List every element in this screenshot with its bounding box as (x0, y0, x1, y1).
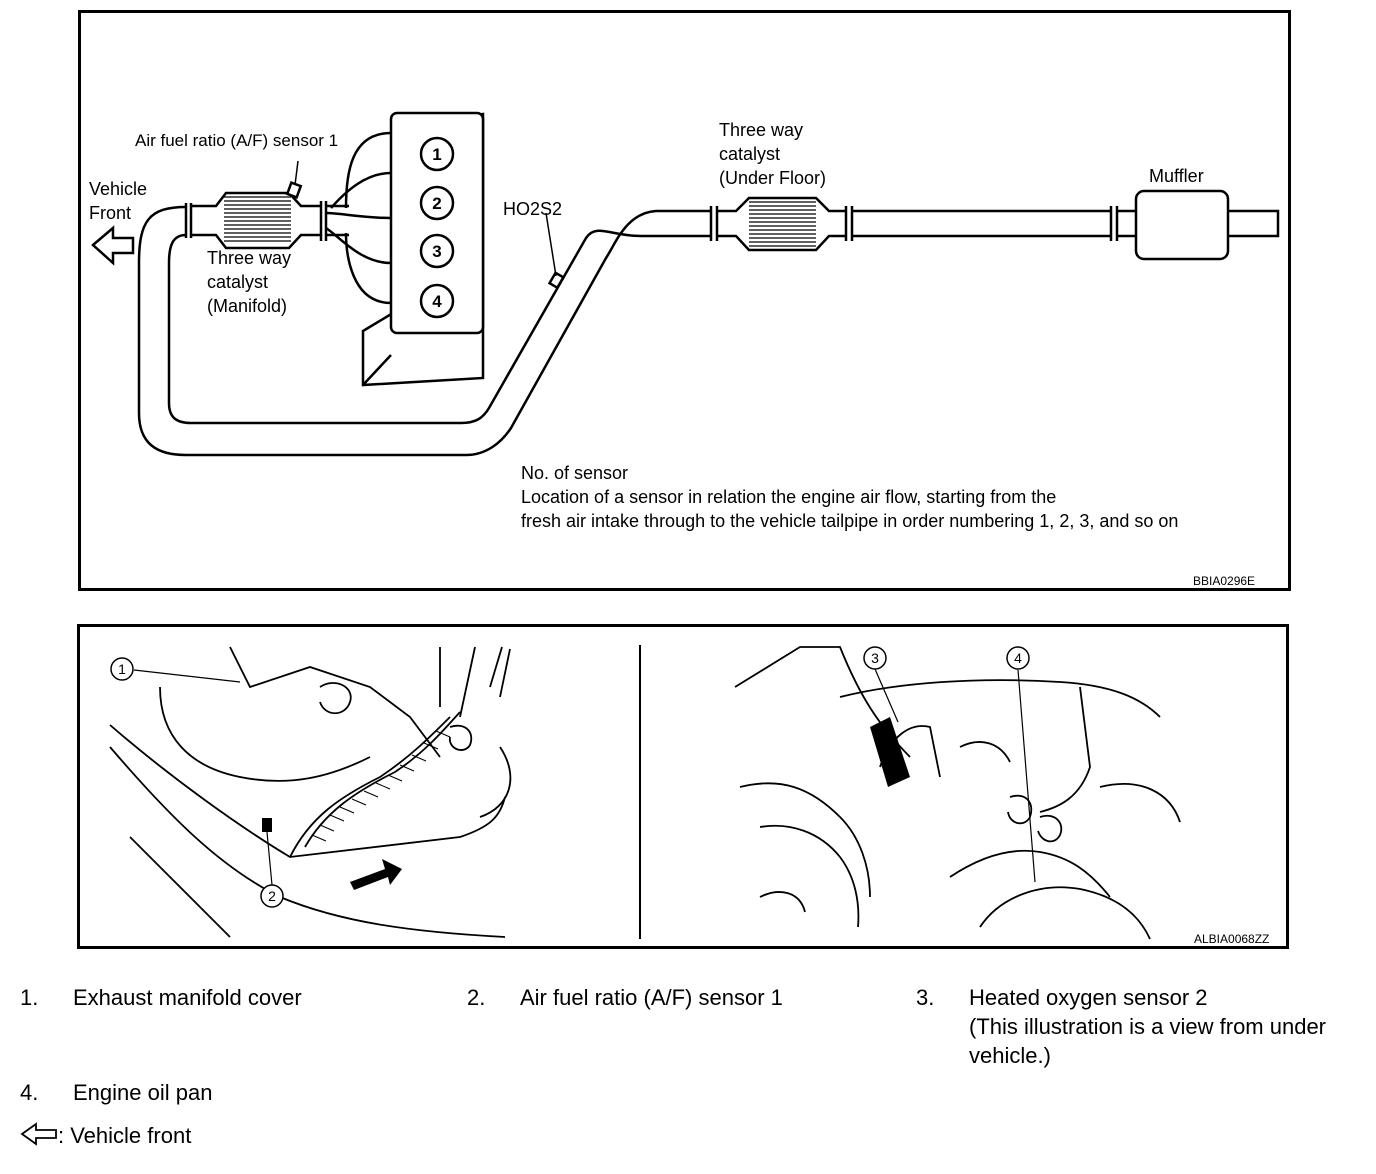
legend-item-4-number: 4. (20, 1080, 39, 1105)
exhaust-layout-diagram: 1 2 3 4 Air fuel ratio (A/F) sensor 1 Ve… (78, 10, 1291, 591)
uf-cat-bottom (717, 234, 846, 252)
sensor-location-photos: 1 2 3 4 ALBIA0068ZZ (77, 624, 1289, 949)
manifold-cat-top (191, 191, 321, 208)
ho2s2-label: HO2S2 (503, 199, 562, 219)
engine-block (389, 111, 485, 335)
callout-3-circle (863, 646, 887, 670)
cylinder-1-label: 1 (432, 145, 441, 164)
af-sensor-label: Air fuel ratio (A/F) sensor 1 (135, 131, 338, 150)
callout-4-leader (1017, 669, 1036, 883)
runner-1 (344, 131, 392, 209)
flange-right (319, 201, 328, 241)
cylinder-3-label: 3 (432, 242, 441, 261)
left-photo-sketch (109, 646, 512, 938)
ho2s2-symbol (547, 271, 566, 290)
legend-item-2: 2. Air fuel ratio (A/F) sensor 1 (467, 983, 887, 1013)
muffler-body (1134, 189, 1230, 261)
figure-code-bottom: ALBIA0068ZZ (1194, 932, 1269, 946)
uf-cat-label-3: (Under Floor) (719, 168, 826, 188)
af-sensor-photo-marker (262, 818, 272, 832)
exhaust-layout-svg: 1 2 3 4 Air fuel ratio (A/F) sensor 1 Ve… (89, 111, 1280, 588)
callout-2-leader (266, 831, 273, 886)
callout-1-label: 1 (118, 661, 126, 677)
callout-2-label: 2 (268, 888, 276, 904)
tailpipe (1228, 209, 1280, 238)
left-hose-corrugation (311, 730, 451, 842)
muffler-label: Muffler (1149, 166, 1204, 186)
runner-2 (330, 171, 392, 209)
cylinder-3-circle (419, 233, 455, 269)
muffler-inlet (1117, 209, 1136, 238)
af-sensor-leader (294, 160, 299, 186)
flange-muffler (1109, 206, 1119, 241)
runner-4 (325, 226, 392, 265)
sensor-photos-svg: 1 2 3 4 ALBIA0068ZZ (109, 645, 1269, 946)
legend-item-4: 4. Engine oil pan (20, 1078, 440, 1108)
legend-item-4-text: Engine oil pan (73, 1080, 213, 1105)
cylinder-4-circle (419, 283, 455, 319)
manifold-outlet (326, 204, 349, 237)
legend-item-3: 3. Heated oxygen sensor 2 (This illustra… (916, 983, 1356, 1073)
note-line-3: fresh air intake through to the vehicle … (521, 511, 1178, 531)
cylinder-2-label: 2 (432, 194, 441, 213)
front-pipe-outer (137, 205, 711, 457)
manifold-cat-label-2: catalyst (207, 272, 268, 292)
cylinder-4-label: 4 (432, 292, 442, 311)
front-pipe-inner (167, 229, 711, 425)
callout-4-circle (1006, 646, 1030, 670)
legend-item-3-number: 3. (916, 985, 935, 1010)
note-line-1: No. of sensor (521, 463, 628, 483)
legend-item-1: 1. Exhaust manifold cover (20, 983, 440, 1013)
callout-3-leader (874, 668, 899, 723)
cylinder-2-circle (419, 185, 455, 221)
left-photo-front-arrow (350, 859, 402, 890)
manifold-cat-bottom (191, 233, 321, 250)
tail-pipe-mid (852, 209, 1111, 238)
runner-5 (344, 232, 392, 305)
callout-1-circle (110, 657, 134, 681)
af-sensor-symbol (285, 181, 303, 199)
cylinder-1-circle (419, 136, 455, 172)
callout-3-label: 3 (871, 650, 879, 666)
legend-item-2-text: Air fuel ratio (A/F) sensor 1 (520, 985, 783, 1010)
legend-item-3-text-2: (This illustration is a view from under (969, 1014, 1327, 1039)
vehicle-front-label-2: Front (89, 203, 131, 223)
uf-cat-label-1: Three way (719, 120, 803, 140)
right-photo-sketch (734, 646, 1181, 940)
legend-item-1-number: 1. (20, 985, 39, 1010)
figure-code-top: BBIA0296E (1193, 574, 1255, 588)
manifold-cat-label-1: Three way (207, 248, 291, 268)
callout-1-leader (133, 669, 241, 683)
flange-left (184, 203, 193, 238)
callout-2-circle (260, 884, 284, 908)
vehicle-front-label-1: Vehicle (89, 179, 147, 199)
legend-item-1-text: Exhaust manifold cover (73, 985, 302, 1010)
note-line-2: Location of a sensor in relation the eng… (521, 487, 1056, 507)
legend-item-2-number: 2. (467, 985, 486, 1010)
uf-cat-label-2: catalyst (719, 144, 780, 164)
runner-3 (325, 211, 392, 220)
vehicle-front-arrow (91, 225, 135, 266)
flange-uf-right (844, 206, 854, 241)
ho2s2-photo-connector (870, 717, 910, 787)
engine-block-edge (362, 354, 392, 386)
ho2s2-leader (545, 212, 557, 277)
hollow-arrow-icon (20, 1122, 57, 1146)
uf-cat-top (717, 196, 846, 213)
legend-item-3-text-3: vehicle.) (969, 1043, 1051, 1068)
callout-4-label: 4 (1014, 650, 1022, 666)
flange-uf-left (709, 206, 719, 241)
manifold-cat-label-3: (Manifold) (207, 296, 287, 316)
uf-cat-hatch (749, 201, 816, 247)
legend-item-3-text-1: Heated oxygen sensor 2 (969, 985, 1208, 1010)
manifold-cat-hatch (224, 196, 291, 242)
vehicle-front-note-text: : Vehicle front (58, 1123, 192, 1148)
vehicle-front-note: : Vehicle front (20, 1121, 191, 1150)
